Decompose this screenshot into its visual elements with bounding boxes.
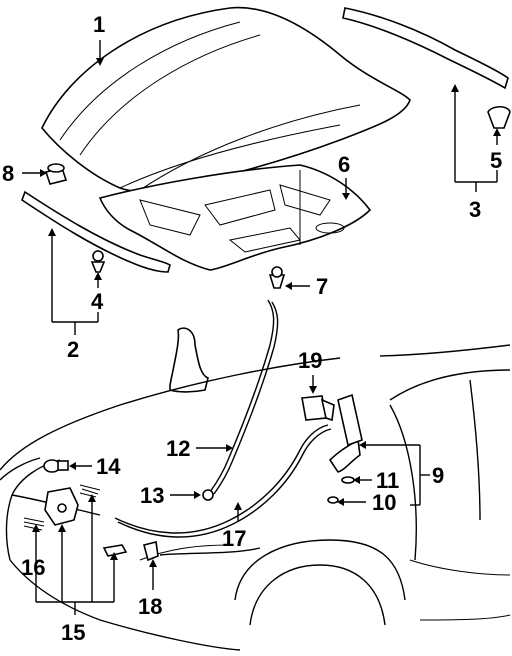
callout-19: 19 [298,348,322,373]
callout-1: 1 [93,12,105,37]
callout-10: 10 [372,490,396,515]
latch-spring [23,484,101,531]
callout-11: 11 [376,468,399,493]
callout-15: 15 [61,620,85,645]
callout-14: 14 [96,454,121,479]
hood-seal-front [21,190,171,273]
callout-18: 18 [138,594,162,619]
release-cable [114,424,332,538]
callout-labels: 1 2 3 4 5 6 7 8 9 10 11 12 13 14 15 16 1… [2,12,502,645]
callout-13: 13 [140,483,164,508]
hood-latch [44,487,79,526]
callout-3: 3 [469,197,481,222]
callout-12: 12 [166,436,190,461]
callout-6: 6 [338,152,350,177]
callout-16: 16 [21,555,45,580]
clip-4 [90,250,106,273]
release-handle [327,393,363,504]
callout-17: 17 [222,526,246,551]
clip-7 [268,266,286,289]
leader-lines [22,40,501,615]
hood-hinge [169,327,209,393]
clip-5 [487,105,511,129]
callout-8: 8 [2,161,14,186]
callout-9: 9 [432,463,444,488]
callout-4: 4 [91,289,104,314]
cable-clip [102,541,159,562]
hood-seal-rear [342,7,509,90]
bumper-cushion [44,163,68,185]
callout-7: 7 [316,274,328,299]
callout-2: 2 [67,337,79,362]
lock-cylinder [301,395,335,422]
hood-support-rod [202,299,279,501]
callout-5: 5 [490,148,502,173]
latch-bolt [43,459,69,473]
vehicle-body [0,344,511,651]
hood-inner-panel [98,164,372,271]
hood-panel [41,6,411,193]
